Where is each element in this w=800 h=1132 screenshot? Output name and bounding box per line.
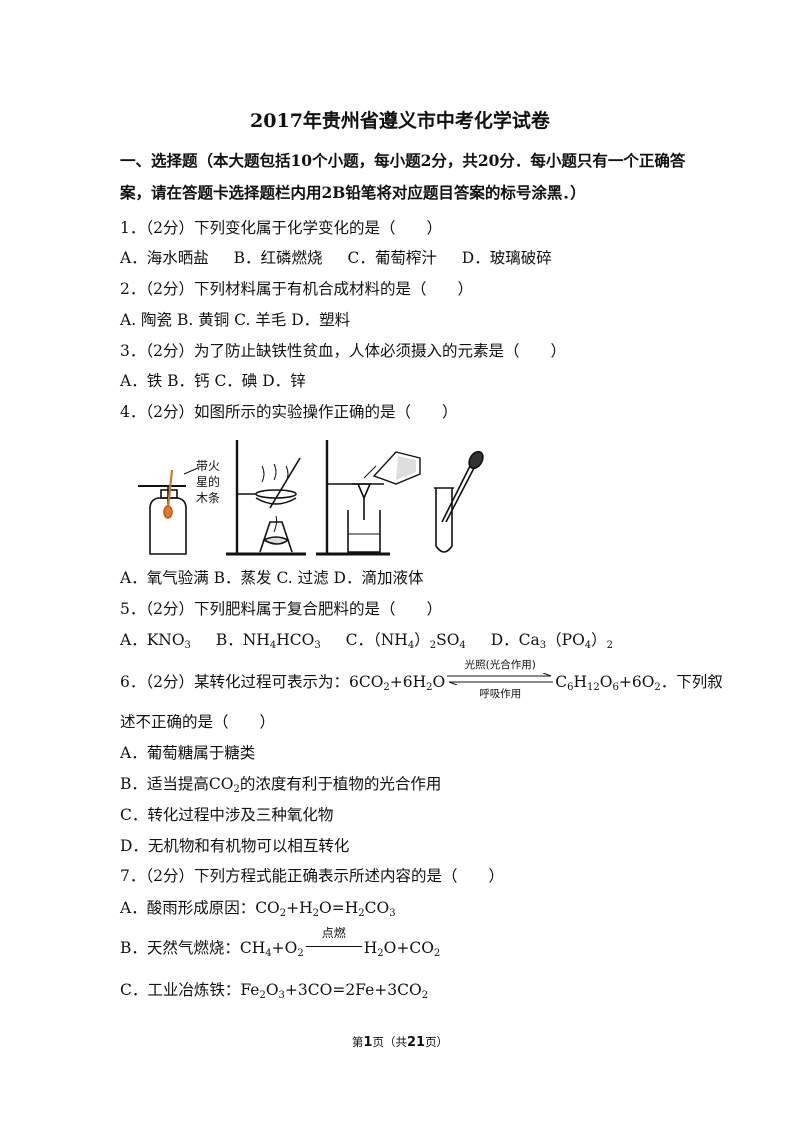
q6-option-d: D．无机物和有机物可以相互转化 <box>120 837 350 855</box>
question-1-options: A．海水晒盐 B．红磷燃烧 C．葡萄榨汁 D．玻璃破碎 <box>120 246 572 268</box>
q1-option-c: C．葡萄榨汁 <box>347 249 437 267</box>
evaporation-diagram <box>226 440 306 556</box>
filtration-diagram <box>316 440 421 556</box>
ignition-condition: 点燃 <box>305 926 362 956</box>
q7-option-a: A．酸雨形成原因：CO2+H2O=H2CO3 <box>120 899 396 919</box>
oxygen-test-diagram <box>138 467 199 555</box>
label-line-1: 带火 <box>196 459 220 473</box>
reversible-reaction-arrow: 光照(光合作用)呼吸作用 <box>447 659 554 700</box>
label-line-3: 木条 <box>196 491 220 505</box>
question-4-options: A．氧气验满 B．蒸发 C. 过滤 D．滴加液体 <box>120 569 424 587</box>
q5-option-c: C．（NH4）2SO4 <box>345 631 466 651</box>
q6-option-c: C．转化过程中涉及三种氧化物 <box>120 806 334 824</box>
question-4-stem: 4．（2分）如图所示的实验操作正确的是（ ） <box>120 403 458 421</box>
splint-label: 带火 星的 木条 <box>196 459 220 505</box>
question-7-stem: 7．（2分）下列方程式能正确表示所述内容的是（ ） <box>120 867 504 885</box>
q5-option-b: B．NH4HCO3 <box>215 631 321 651</box>
question-3-options: A．铁 B．钙 C．碘 D．锌 <box>120 372 306 390</box>
q5-option-d: D．Ca3（PO4）2 <box>490 631 614 651</box>
q1-option-b: B．红磷燃烧 <box>233 249 323 267</box>
label-line-2: 星的 <box>196 474 220 489</box>
question-6-stem-cont: 述不正确的是（ ） <box>120 713 276 731</box>
q6-option-b: B．适当提高CO2的浓度有利于植物的光合作用 <box>120 775 442 795</box>
lab-operations-figure: 带火 星的 木条 <box>138 440 484 556</box>
question-5-stem: 5．（2分）下列肥料属于复合肥料的是（ ） <box>120 600 442 618</box>
question-5-options: A．KNO3 B．NH4HCO3 C．（NH4）2SO4 D．Ca3（PO4）2 <box>120 628 633 651</box>
question-3-stem: 3．（2分）为了防止缺铁性贫血，人体必须摄入的元素是（ ） <box>120 342 566 360</box>
dropper-diagram <box>434 450 484 553</box>
page-footer: 第1页（共21页） <box>351 1035 449 1050</box>
q5-option-a: A．KNO3 <box>120 631 191 651</box>
q6-option-a: A．葡萄糖属于糖类 <box>120 744 256 762</box>
q1-option-d: D．玻璃破碎 <box>461 249 552 267</box>
q1-option-a: A．海水晒盐 <box>120 249 209 267</box>
section-heading: 一、选择题（本大题包括10个小题，每小题2分，共20分．每小题只有一个正确答案，… <box>120 151 686 202</box>
page-title: 2017年贵州省遵义市中考化学试卷 <box>250 110 550 132</box>
question-2-stem: 2．（2分）下列材料属于有机合成材料的是（ ） <box>120 280 473 298</box>
q7-option-c: C．工业冶炼铁：Fe2O3+3CO=2Fe+3CO2 <box>120 981 429 1001</box>
question-2-options: A. 陶瓷 B. 黄铜 C. 羊毛 D．塑料 <box>120 311 351 329</box>
question-1-stem: 1．（2分）下列变化属于化学变化的是（ ） <box>120 219 442 237</box>
